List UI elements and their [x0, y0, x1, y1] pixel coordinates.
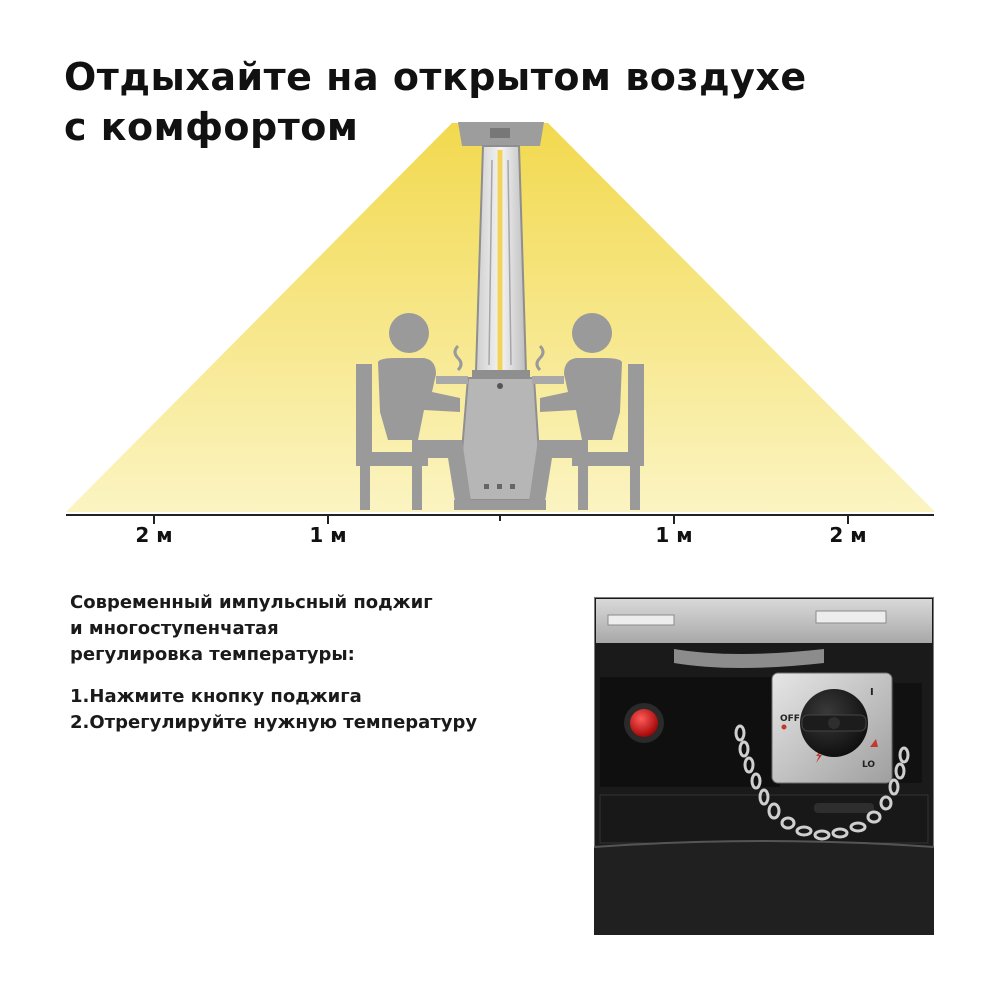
- feature-step: 2. Отрегулируйте нужную температуру: [70, 710, 550, 736]
- distance-label-left-2m: 2 м: [135, 523, 172, 547]
- distance-label-left-1m: 1 м: [309, 523, 346, 547]
- knob-label-high: I: [870, 687, 874, 698]
- left-cup-steam-icon: [453, 344, 463, 372]
- left-person-figure: [356, 313, 472, 510]
- spark-icon: [816, 747, 824, 763]
- headline-line-1: Отдыхайте на открытом воздухе: [64, 55, 807, 99]
- feature-heading: Современный импульсный поджиг и многосту…: [70, 590, 550, 668]
- temperature-knob[interactable]: [800, 689, 868, 757]
- step-number: 2.: [70, 712, 90, 733]
- feature-step: 1. Нажмите кнопку поджига: [70, 684, 550, 710]
- ignition-button-icon[interactable]: [624, 703, 664, 743]
- step-text: Отрегулируйте нужную температуру: [89, 712, 478, 733]
- headline-line-2: с комфортом: [64, 105, 359, 149]
- step-number: 1.: [70, 686, 90, 707]
- distance-ticks: [153, 515, 849, 524]
- feature-steps: 1. Нажмите кнопку поджига 2. Отрегулируй…: [70, 684, 550, 736]
- chain-icon: [734, 724, 910, 841]
- right-cup-steam-icon: [535, 344, 545, 372]
- right-person-figure: [528, 313, 644, 510]
- feature-heading-line-1: Современный импульсный поджиг: [70, 592, 433, 613]
- feature-heading-line-3: регулировка температуры:: [70, 644, 355, 665]
- left-table: [436, 376, 468, 384]
- distance-label-right-2m: 2 м: [829, 523, 866, 547]
- knob-label-low: LO: [862, 760, 875, 770]
- headline: Отдыхайте на открытом воздухе с комфорто…: [64, 52, 807, 152]
- heating-range-diagram: 2 м 1 м 1 м 2 м: [66, 122, 935, 547]
- ignition-feature-block: Современный импульсный поджиг и многосту…: [70, 590, 550, 736]
- control-panel-photo: OFF I LO: [594, 597, 934, 935]
- distance-label-right-1m: 1 м: [655, 523, 692, 547]
- knob-label-off: OFF: [780, 714, 800, 724]
- flame-icon: [870, 739, 878, 747]
- right-table: [532, 376, 564, 384]
- feature-heading-line-2: и многоступенчатая: [70, 618, 279, 639]
- step-text: Нажмите кнопку поджига: [89, 686, 362, 707]
